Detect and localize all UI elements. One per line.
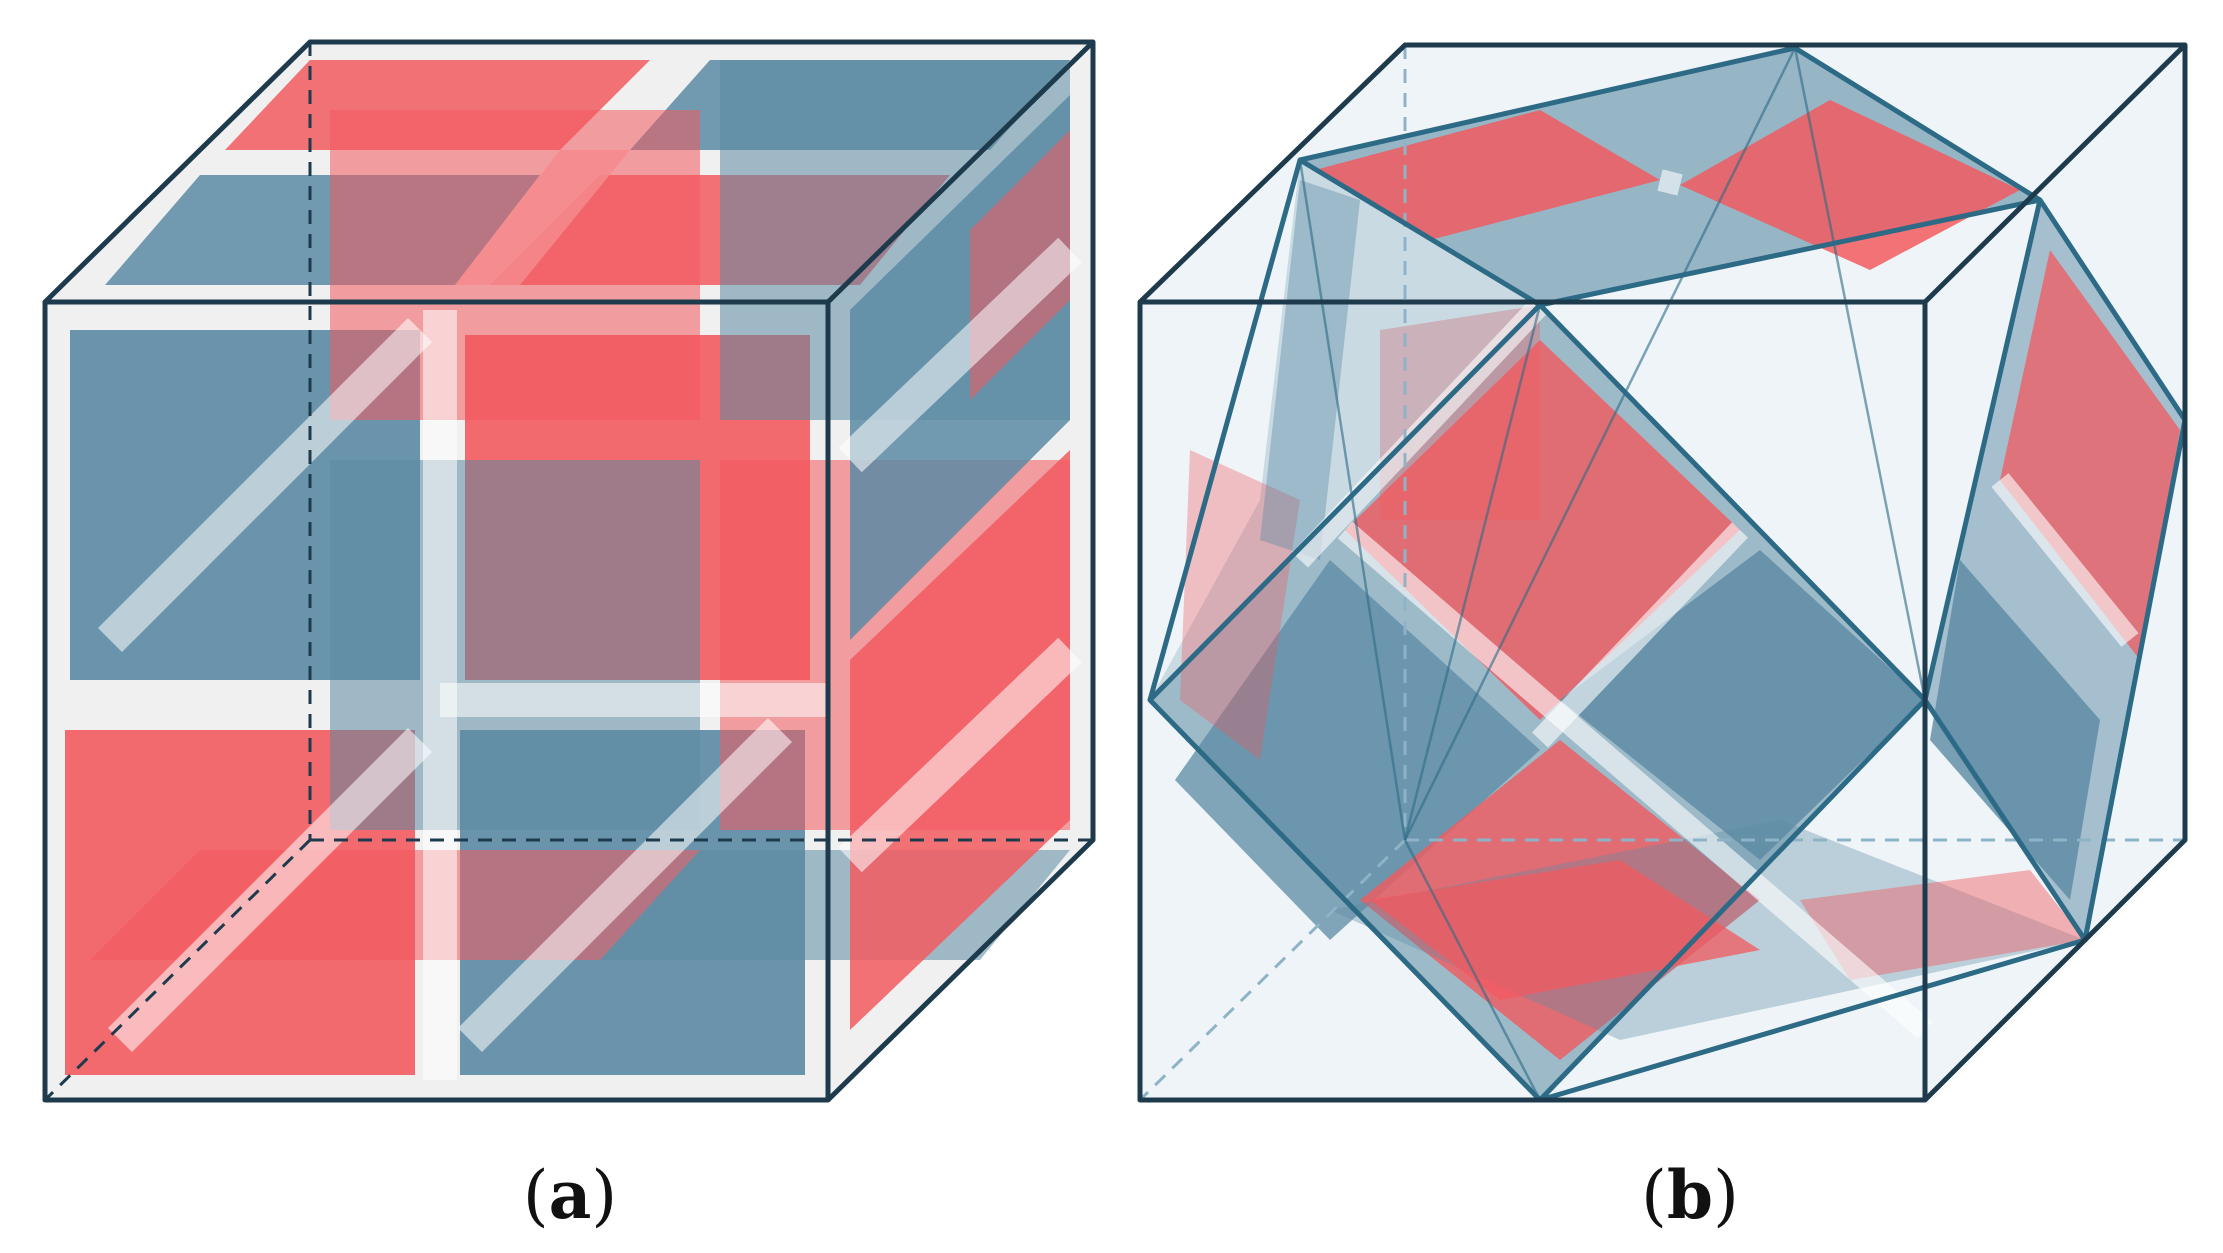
panel-a-bands [97, 237, 1082, 1080]
caption-a: (a) [522, 1156, 618, 1234]
panel-a-hidden-edges [43, 42, 1093, 1102]
panel-b-back-faces [1150, 160, 1540, 760]
caption-b: (b) [1641, 1156, 1739, 1234]
panel-a-edges [42, 39, 1096, 1103]
caption-a-label: a [548, 1156, 592, 1234]
panel-a-cube [42, 39, 1096, 1103]
panel-b-bottom-face [1330, 820, 2085, 1040]
panel-b-thin-edges [1298, 47, 1927, 1101]
caption-b-label: b [1666, 1156, 1714, 1234]
panel-b-cube [1137, 42, 2188, 1103]
panel-b-cube-edges [1137, 42, 2188, 1103]
